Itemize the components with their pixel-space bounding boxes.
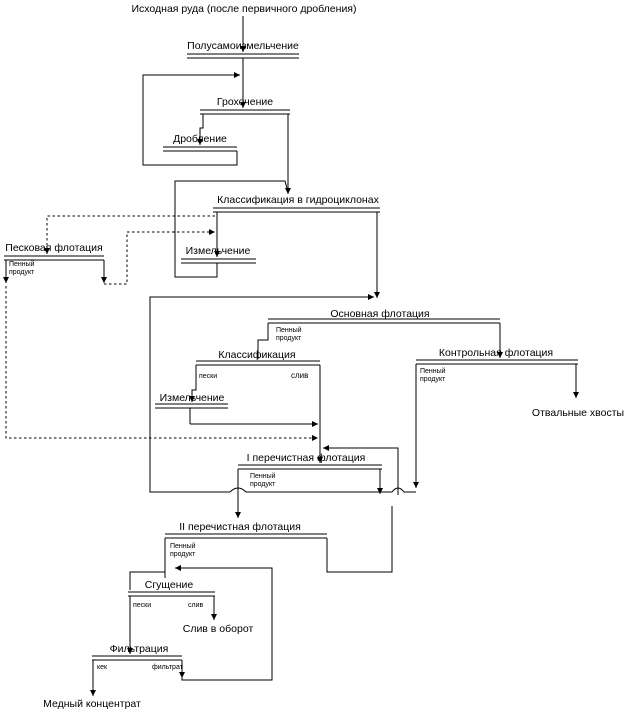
froth-label-control: Пенный xyxy=(420,367,446,375)
cake-label: кек xyxy=(97,664,108,671)
filtration-bar xyxy=(92,655,182,661)
product-label-sand: продукт xyxy=(9,269,35,276)
dashed-flow-lines xyxy=(5,215,318,441)
froth-label-main: Пенный xyxy=(276,326,302,334)
thickening-label: Сгущение xyxy=(145,579,194,591)
main-flotation-bar xyxy=(268,318,500,324)
grinding1-bar xyxy=(181,258,256,264)
sands-label-class: пески xyxy=(199,373,217,380)
overflow-return-label: Слив в оборот xyxy=(183,623,254,635)
control-flotation-bar xyxy=(416,359,578,365)
sand-flotation-label: Песковая флотация xyxy=(5,242,102,254)
cleaner1-label: I перечистная флотация xyxy=(247,452,366,464)
flow-lines xyxy=(3,16,579,696)
froth-label-sand: Пенный xyxy=(9,260,35,268)
cleaner2-bar xyxy=(165,533,327,539)
semi-autogenous-bar xyxy=(187,53,299,59)
hydrocyclone-label: Классификация в гидроциклонах xyxy=(217,194,379,206)
main-flotation-label: Основная флотация xyxy=(330,308,429,320)
crushing-bar xyxy=(163,146,237,152)
classification-label: Классификация xyxy=(218,349,295,361)
overflow-label-class: слив xyxy=(291,371,308,380)
grinding1-label: Измельчение xyxy=(186,245,251,257)
thickening-bar xyxy=(128,591,215,597)
classification-bar xyxy=(196,360,320,366)
froth-label-cleaner1: Пенный xyxy=(250,472,276,480)
product-label-main: продукт xyxy=(276,335,302,342)
product-label-cleaner1: продукт xyxy=(250,481,276,488)
grinding2-bar xyxy=(155,403,228,409)
filtrate-label: фильтрат xyxy=(152,664,184,671)
sand-flotation-bar xyxy=(4,255,104,261)
product-label-control: продукт xyxy=(420,376,446,383)
tailings-label: Отвальные хвосты xyxy=(532,407,624,419)
screening-label: Грохочение xyxy=(217,96,273,108)
screening-bar xyxy=(200,109,290,115)
froth-label-cleaner2: Пенный xyxy=(170,542,196,550)
overflow-label-thick: слив xyxy=(188,602,203,609)
cleaner1-bar xyxy=(238,464,382,470)
ore-label: Исходная руда (после первичного дроблени… xyxy=(131,3,356,15)
copper-concentrate-label: Медный концентрат xyxy=(43,698,141,710)
filtration-label: Фильтрация xyxy=(110,643,169,655)
hydrocyclone-bar xyxy=(213,207,380,213)
control-flotation-label: Контрольная флотация xyxy=(439,347,553,359)
cleaner2-label: II перечистная флотация xyxy=(179,521,301,533)
product-label-cleaner2: продукт xyxy=(170,551,196,558)
sands-label-thick: пески xyxy=(133,602,151,609)
